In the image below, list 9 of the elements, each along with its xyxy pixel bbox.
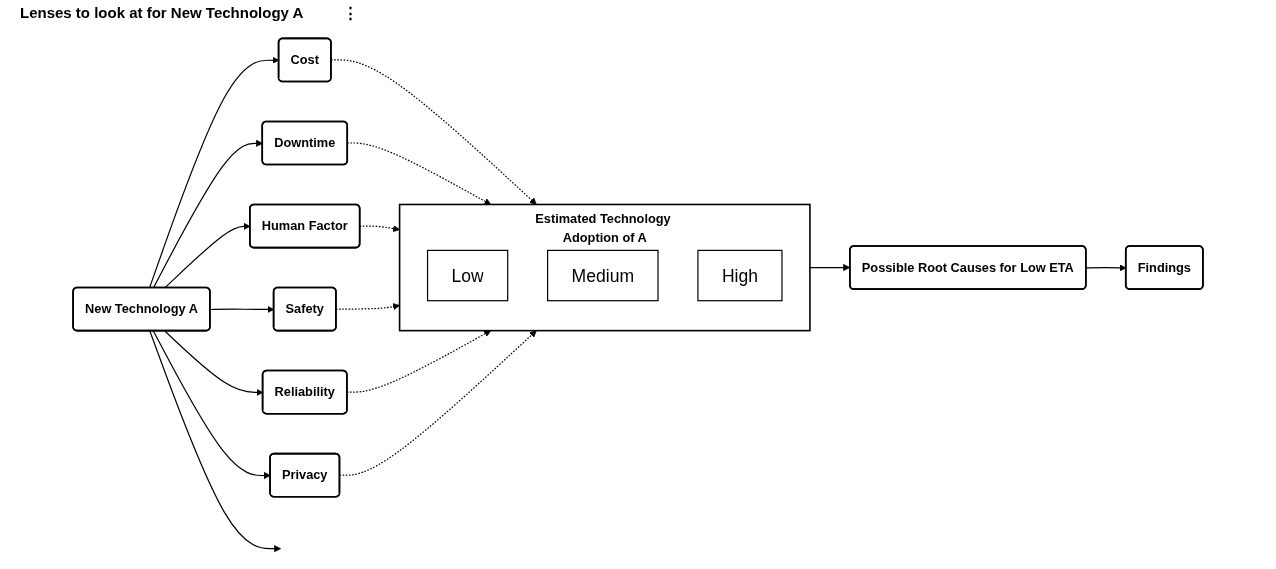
node-box: Low [426,249,509,302]
arrow [149,330,282,553]
node-box: Medium [547,249,659,302]
arrow [359,225,400,232]
node-box: High [697,249,783,302]
note-label: ⋮ [343,4,359,23]
arrow [152,330,271,479]
note-label: Lenses to look at for New Technology A [20,4,304,23]
arrow [152,139,263,289]
